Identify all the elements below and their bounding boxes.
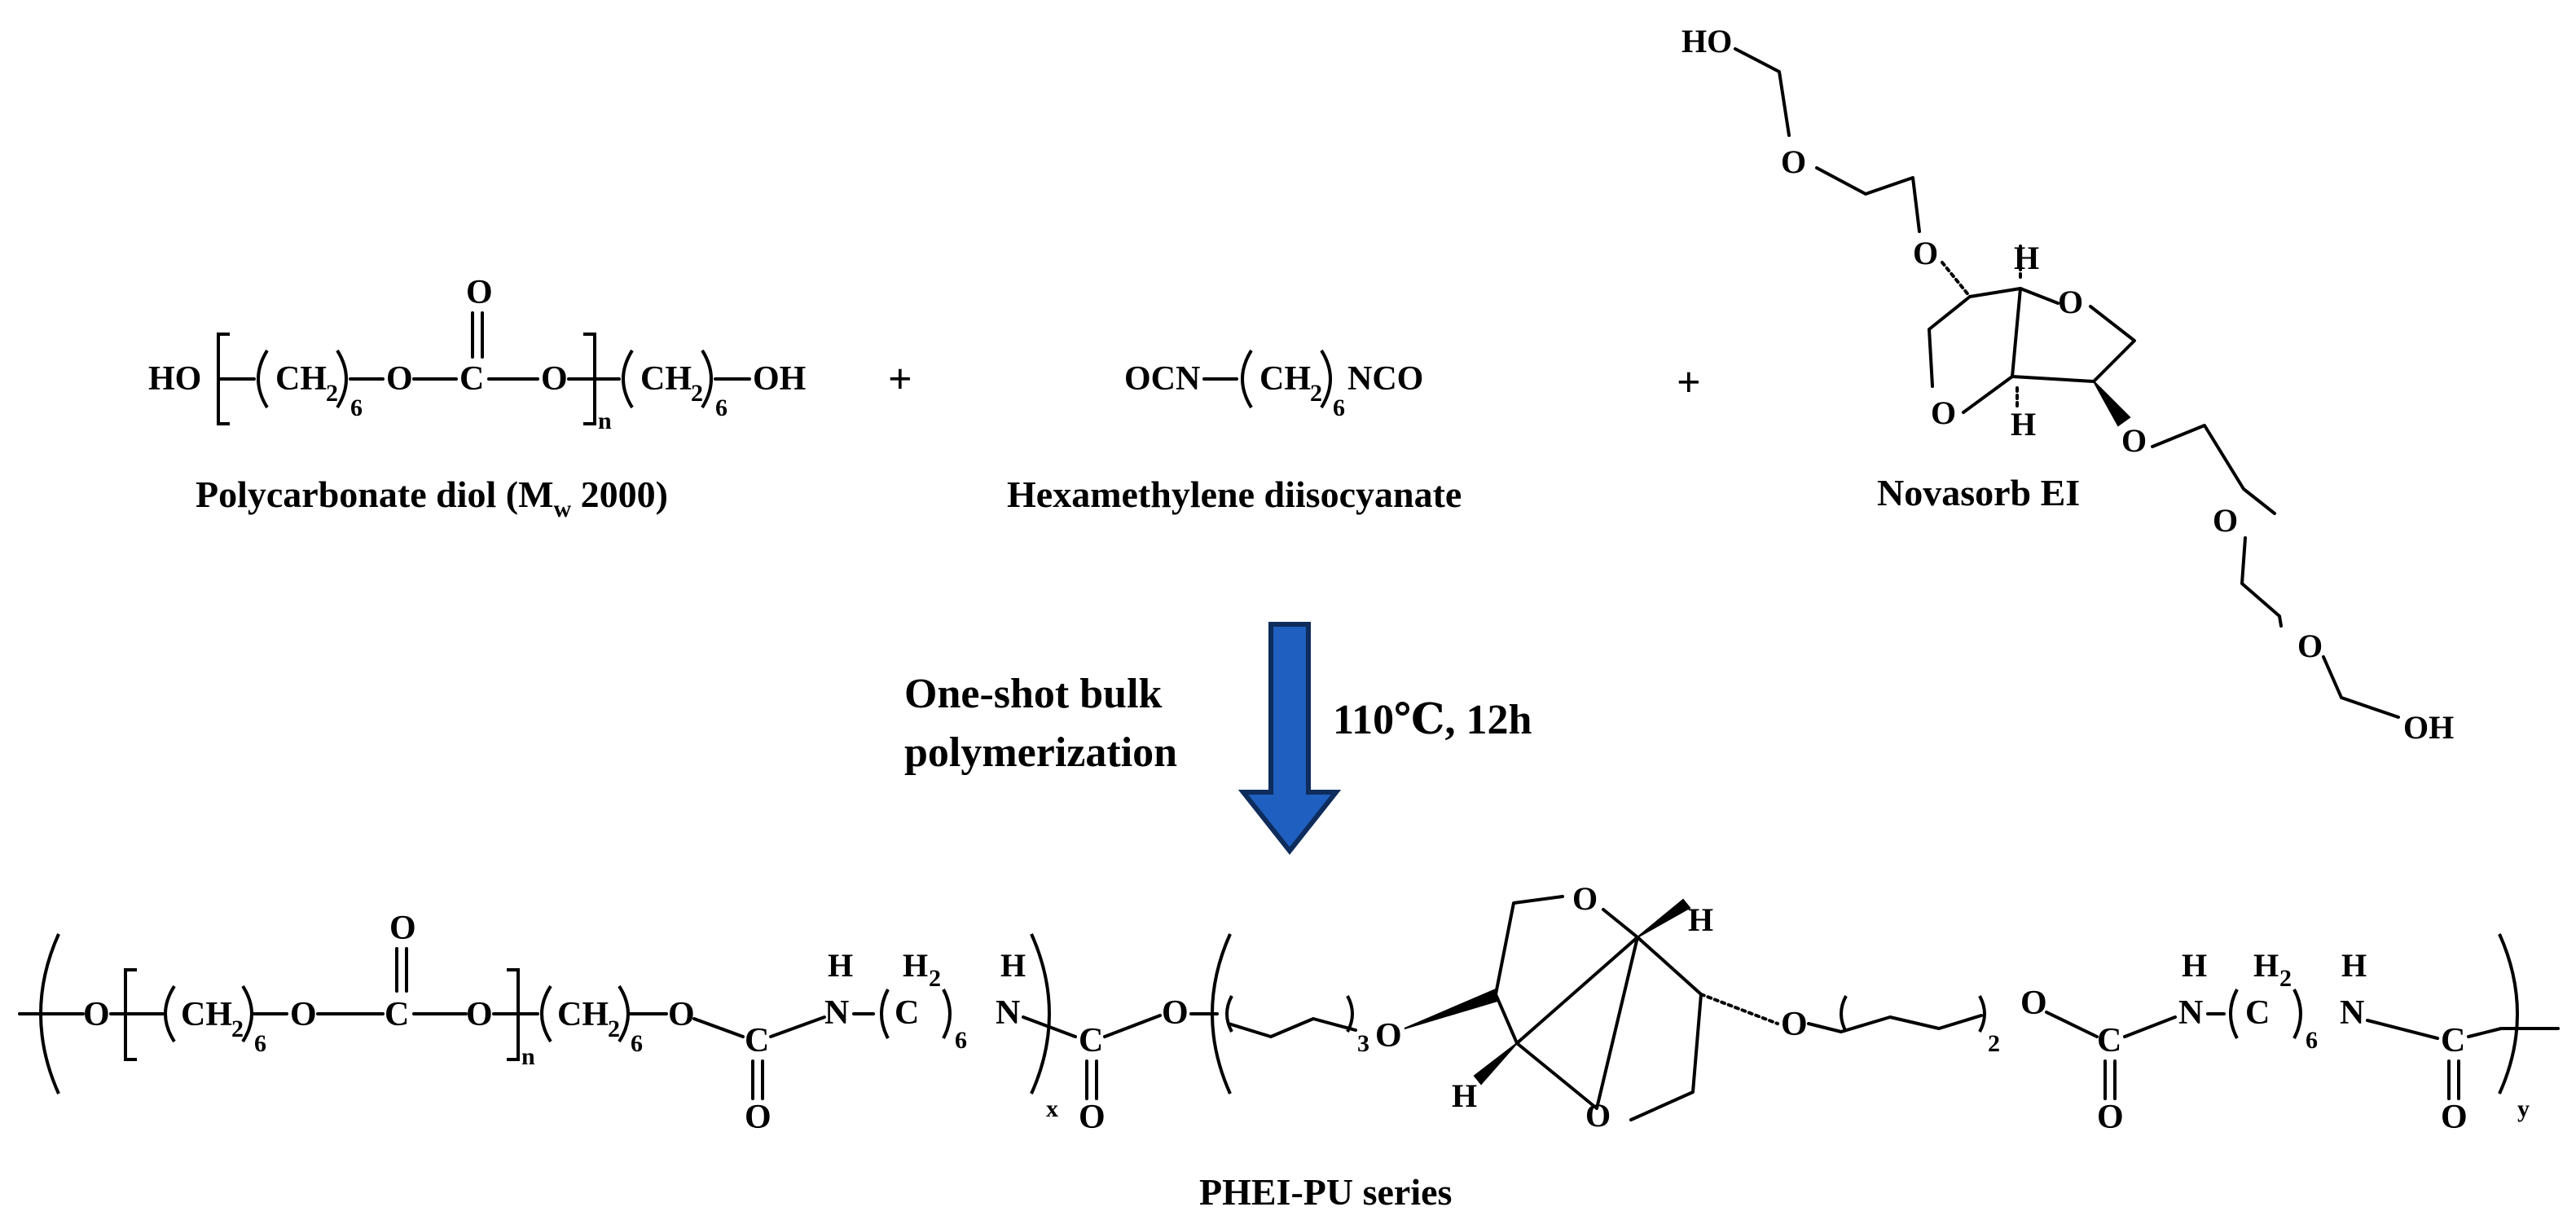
novasorb-o4: O [2213,502,2238,539]
novasorb-h-top: H [2014,240,2039,276]
product-h2-sub-2: 2 [2279,965,2292,992]
product-c-1: C [385,996,409,1033]
product-n-1: N [824,994,849,1032]
novasorb-h-bottom: H [2011,406,2036,443]
product-h-4: H [2341,947,2367,984]
novasorb-ho: HO [1681,23,1732,59]
product-c-5: C [2097,1022,2121,1059]
product-o-5: O [1162,994,1189,1032]
product-sub3: 3 [1357,1030,1369,1057]
product-sub2-1: 2 [231,1015,244,1042]
product-o-6: O [1375,1017,1402,1055]
product-paren-x-right [1030,933,1051,1095]
product-o-bottom-1: O [745,1099,771,1136]
pcd-paren-right-1 [336,349,348,409]
pcd-o-2: O [541,360,568,398]
novasorb-o2: O [1913,235,1938,271]
pcd-ch-sub2-2: 2 [691,380,703,407]
product-ring-o-bottom: O [1585,1097,1611,1134]
pcd-sub6-2: 6 [715,394,728,421]
product-n: n [521,1043,535,1070]
novasorb-label: Novasorb EI [1877,472,2080,513]
product-ch-1: CH [181,996,232,1033]
product-o-1: O [83,996,110,1033]
product-ring-o-top: O [1572,880,1598,917]
product-ch-2: CH [557,996,609,1033]
product-c-2: C [745,1022,769,1059]
novasorb-o3: O [2121,422,2147,459]
product-h2-2: H [2253,947,2279,984]
process-line-1: One-shot bulk [904,671,1163,717]
product-structure: O CH 2 6 O C O O n CH 2 6 O C O H N [18,880,2560,1136]
product-label: PHEI-PU series [1199,1171,1452,1213]
process-line-2: polymerization [904,729,1177,776]
product-h-1: H [828,947,853,984]
product-o-8: O [2020,985,2047,1022]
novasorb-o-ring-top: O [2058,284,2083,320]
hdi-ocn: OCN [1124,360,1200,398]
reaction-conditions: 110℃, 12h [1333,697,1532,743]
pcd-ho: HO [148,360,201,398]
product-sub2-3: 2 [1988,1030,2000,1057]
pcd-paren-left-1 [257,349,269,409]
pcd-o-1: O [386,360,413,398]
product-o-3: O [466,996,493,1033]
pcd-n: n [598,407,612,434]
product-ring-h-bottom: H [1452,1077,1477,1114]
product-c-4: C [1079,1022,1103,1059]
product-sub6-3: 6 [955,1027,967,1054]
pcd-sub6-1: 6 [350,394,363,421]
product-o-bottom-4: O [2441,1099,2468,1136]
product-o-2: O [290,996,317,1033]
novasorb-oh: OH [2403,709,2454,746]
product-sub6-1: 6 [254,1030,266,1057]
product-sub2-2: 2 [608,1015,620,1042]
pcd-c: C [459,360,484,398]
novasorb-o1: O [1781,143,1806,180]
hdi-label: Hexamethylene diisocyanate [1007,474,1462,515]
product-ring-h-top: H [1688,901,1713,938]
product-c-6: C [2245,994,2270,1032]
product-o-7: O [1781,1006,1808,1043]
hdi-ch: CH [1259,360,1311,398]
product-sub6-2: 6 [631,1030,643,1057]
product-c-3: C [895,994,919,1032]
product-n-2: N [996,994,1020,1032]
pcd-o-top: O [466,274,493,311]
novasorb-o5: O [2297,628,2323,664]
product-paren-y-right [2498,933,2519,1095]
pcd-ch-sub2: 2 [326,380,338,407]
product-y: y [2517,1095,2530,1122]
hdi-nco: NCO [1347,360,1423,398]
product-h2-sub-1: 2 [929,965,941,992]
product-h-2: H [1000,947,1026,984]
reaction-arrow [1237,622,1342,855]
product-o-4: O [668,996,695,1033]
hdi-sub2: 2 [1310,380,1322,407]
hdi-sub6: 6 [1333,394,1345,421]
product-c-7: C [2441,1022,2465,1059]
hdi-structure: OCN CH 2 6 NCO [1124,349,1423,421]
product-n-4: N [2340,994,2364,1032]
pcd-ch-2: CH [640,360,692,398]
product-n-3: N [2178,994,2203,1032]
pcd-label: Polycarbonate diol (Mw 2000) [196,474,668,522]
product-x: x [1046,1095,1058,1122]
product-h2-1: H [903,947,928,984]
product-o-top-1: O [389,910,416,947]
novasorb-o-ring-bottom: O [1931,394,1956,431]
product-sub6-4: 6 [2306,1027,2318,1054]
novasorb-structure: HO O O O H O H O O O OH [1681,23,2454,746]
product-o-bottom-3: O [2097,1099,2124,1136]
product-o-bottom-2: O [1079,1099,1106,1136]
pcd-oh: OH [753,360,806,398]
plus-sign-2: + [1677,359,1701,406]
polycarbonate-diol-structure: HO CH 2 6 O C O O n CH 2 6 OH [148,274,806,434]
plus-sign-1: + [888,356,912,403]
product-h-3: H [2182,947,2207,984]
pcd-ch: CH [275,360,327,398]
